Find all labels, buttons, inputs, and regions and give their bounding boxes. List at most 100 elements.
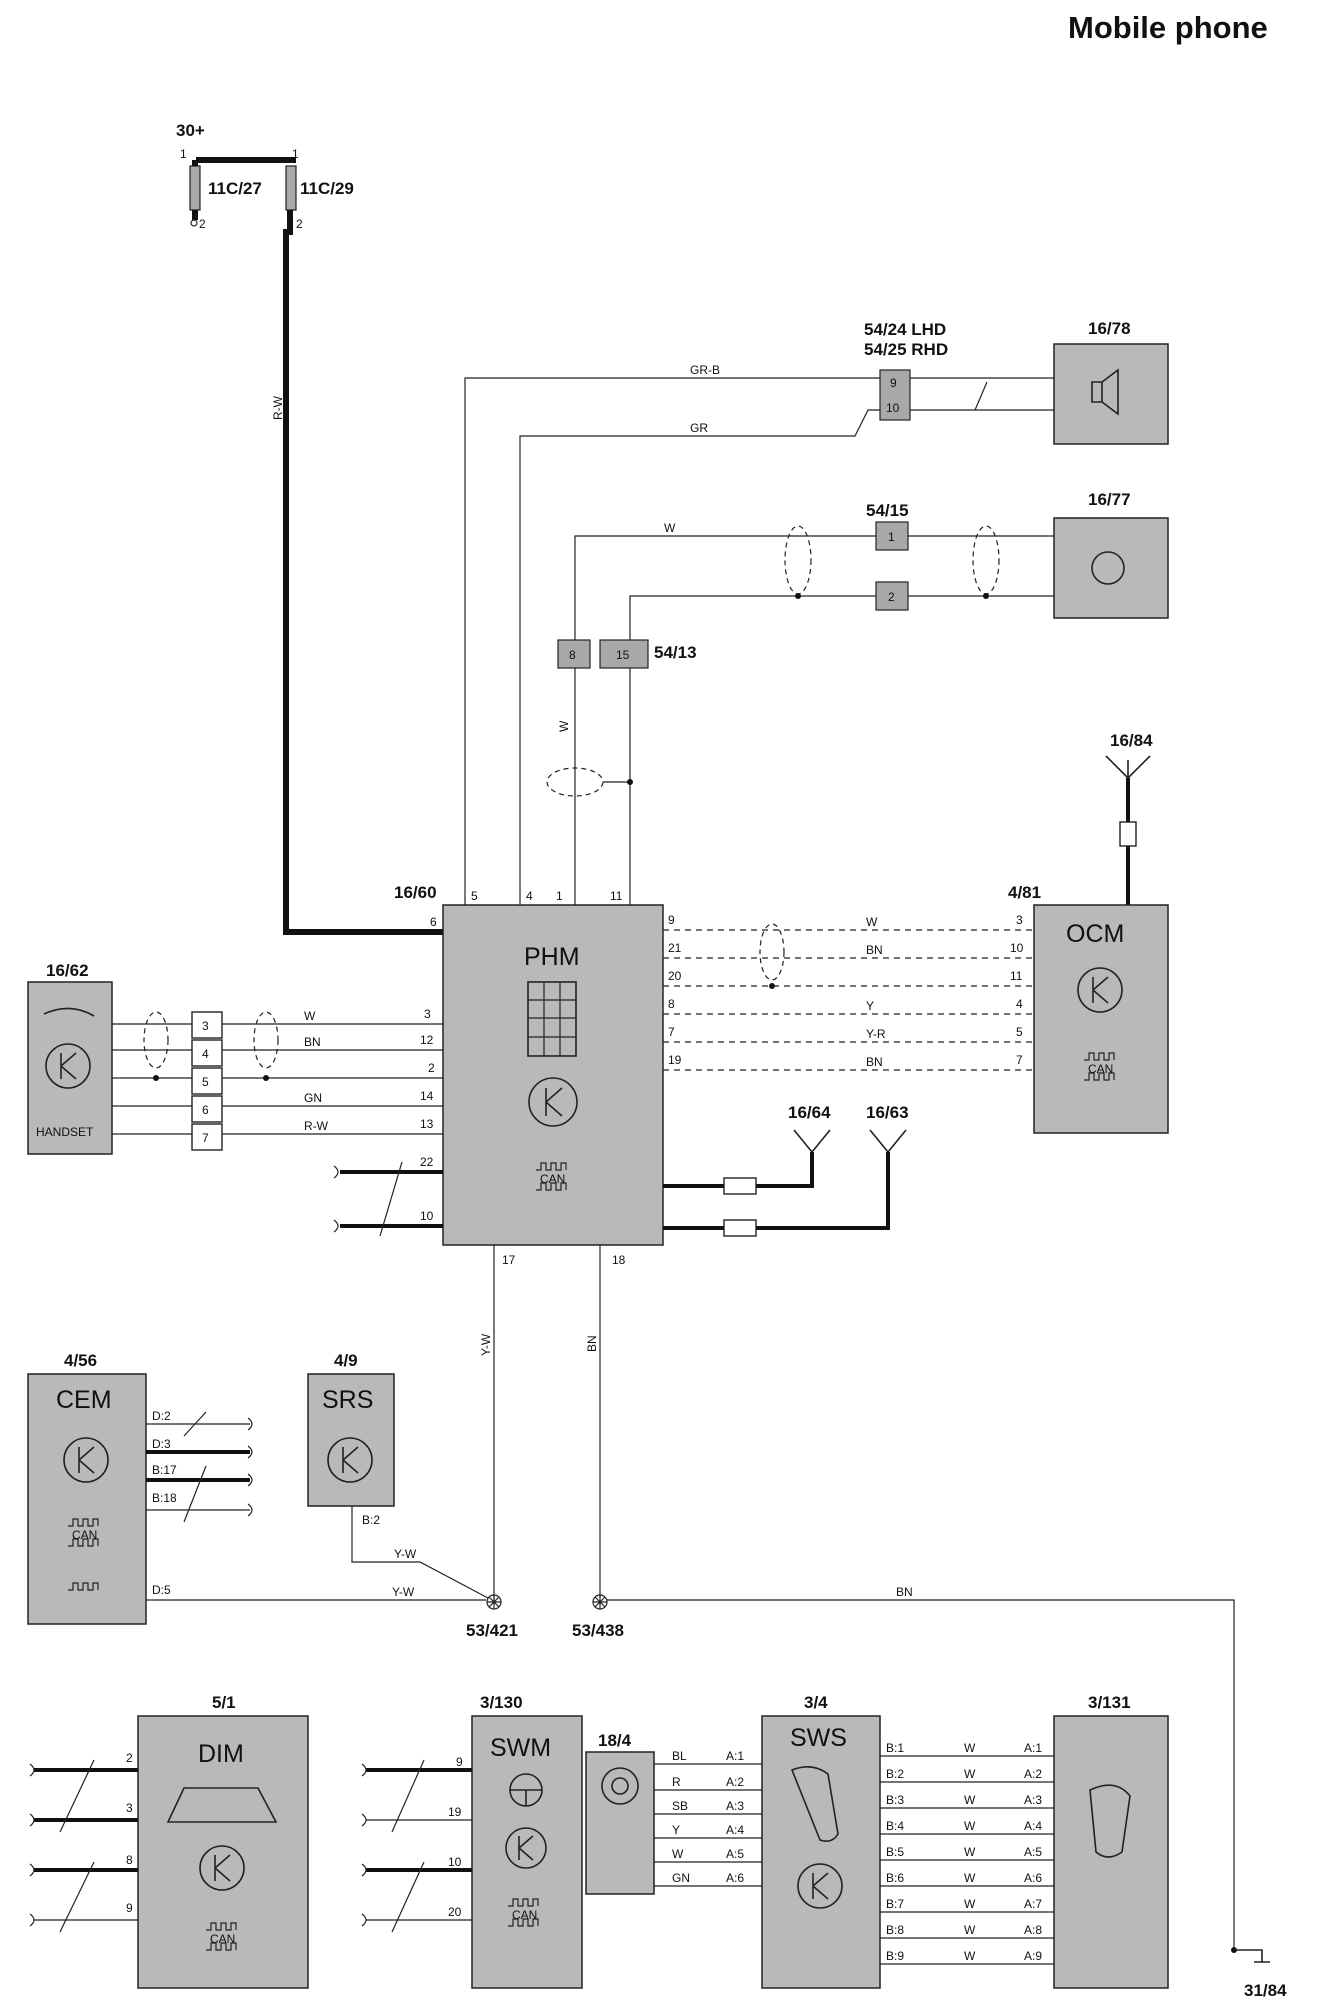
- svg-text:A:8: A:8: [1024, 1923, 1042, 1937]
- svg-text:3/130: 3/130: [480, 1693, 523, 1712]
- wire-gr: [519, 409, 1054, 905]
- sws-label: SWS: [790, 1724, 847, 1752]
- svg-text:4/81: 4/81: [1008, 883, 1041, 902]
- splice-53-438: [592, 1594, 608, 1610]
- svg-text:2: 2: [888, 590, 895, 604]
- svg-text:R-W: R-W: [271, 395, 285, 420]
- svg-text:R-W: R-W: [304, 1119, 329, 1133]
- svg-text:A:1: A:1: [1024, 1741, 1042, 1755]
- svg-text:10: 10: [886, 401, 900, 415]
- svg-text:B:17: B:17: [152, 1463, 177, 1477]
- svg-text:A:3: A:3: [1024, 1793, 1042, 1807]
- svg-text:3/131: 3/131: [1088, 1693, 1131, 1712]
- microphone-icon: [1091, 551, 1125, 585]
- svg-text:W: W: [964, 1741, 976, 1755]
- svg-text:8: 8: [126, 1853, 133, 1867]
- svg-text:A:4: A:4: [726, 1823, 744, 1837]
- svg-text:W: W: [964, 1793, 976, 1807]
- sws-transistor-icon: [797, 1863, 843, 1909]
- srs-transistor-icon: [327, 1437, 373, 1483]
- svg-text:Y-W: Y-W: [479, 1333, 493, 1356]
- srs-label: SRS: [322, 1386, 373, 1414]
- svg-text:W: W: [304, 1009, 316, 1023]
- antenna-icons: [793, 1129, 907, 1153]
- phm-transistor-icon: [528, 1077, 578, 1127]
- svg-text:7: 7: [668, 1025, 675, 1039]
- svg-text:GN: GN: [672, 1871, 690, 1885]
- ocm-module: [1033, 904, 1169, 1134]
- svg-text:53/421: 53/421: [466, 1621, 518, 1640]
- svg-text:8: 8: [668, 997, 675, 1011]
- svg-text:5: 5: [471, 889, 478, 903]
- handset-16-62: [27, 981, 113, 1155]
- keypad-icon: [527, 981, 577, 1057]
- svg-text:2: 2: [428, 1061, 435, 1075]
- svg-text:5: 5: [1016, 1025, 1023, 1039]
- svg-text:18: 18: [612, 1253, 626, 1267]
- svg-text:16/63: 16/63: [866, 1103, 909, 1122]
- svg-text:13: 13: [420, 1117, 434, 1131]
- svg-text:9: 9: [126, 1901, 133, 1915]
- svg-text:B:18: B:18: [152, 1491, 177, 1505]
- phm-ocm-lines: [663, 929, 1034, 1071]
- svg-text:3: 3: [202, 1019, 209, 1033]
- svg-text:B:4: B:4: [886, 1819, 904, 1833]
- svg-text:19: 19: [448, 1805, 462, 1819]
- ocm-can-icon: CAN: [1084, 1052, 1115, 1081]
- svg-text:16/84: 16/84: [1110, 731, 1153, 750]
- svg-text:2: 2: [126, 1751, 133, 1765]
- svg-text:4/56: 4/56: [64, 1351, 97, 1370]
- svg-text:11: 11: [610, 889, 623, 903]
- sws-module: [761, 1715, 881, 1989]
- supply-label: 30+: [176, 121, 205, 140]
- svg-text:D:3: D:3: [152, 1437, 171, 1451]
- svg-text:54/25 RHD: 54/25 RHD: [864, 340, 948, 359]
- wire-w-mic: [574, 535, 1054, 905]
- dim-transistor-icon: [199, 1845, 245, 1891]
- svg-text:Y-R: Y-R: [866, 1027, 886, 1041]
- handset-icon: [43, 1007, 95, 1017]
- svg-text:Y: Y: [672, 1823, 680, 1837]
- svg-text:BN: BN: [896, 1585, 913, 1599]
- swm-module: [471, 1715, 583, 1989]
- connector-54-24: [879, 369, 911, 421]
- speaker-icon: [1091, 368, 1119, 416]
- svg-text:A:7: A:7: [1024, 1897, 1042, 1911]
- svg-text:10: 10: [448, 1855, 462, 1869]
- svg-text:53/438: 53/438: [572, 1621, 624, 1640]
- svg-text:2: 2: [296, 217, 303, 231]
- svg-text:W: W: [964, 1949, 976, 1963]
- phm-label: PHM: [524, 943, 580, 971]
- svg-text:9: 9: [668, 913, 675, 927]
- phm-module: [442, 904, 664, 1246]
- svg-text:B:9: B:9: [886, 1949, 904, 1963]
- svg-text:W: W: [672, 1847, 684, 1861]
- svg-text:18/4: 18/4: [598, 1731, 632, 1750]
- srs-module: [307, 1373, 395, 1507]
- svg-text:A:6: A:6: [1024, 1871, 1042, 1885]
- svg-text:D:5: D:5: [152, 1583, 171, 1597]
- svg-text:3: 3: [424, 1007, 431, 1021]
- connector-54-15-pin2: [875, 581, 909, 611]
- cem-can-icon: CAN: [68, 1518, 99, 1591]
- svg-text:2: 2: [199, 217, 206, 231]
- handset-transistor-icon: [45, 1043, 91, 1089]
- svg-text:GR: GR: [690, 421, 708, 435]
- svg-text:54/24 LHD: 54/24 LHD: [864, 320, 946, 339]
- svg-text:B:2: B:2: [362, 1513, 380, 1527]
- svg-text:B:3: B:3: [886, 1793, 904, 1807]
- svg-text:W: W: [866, 915, 878, 929]
- svg-text:Y: Y: [866, 999, 874, 1013]
- svg-text:5: 5: [202, 1075, 209, 1089]
- phm-can-icon: CAN: [536, 1162, 567, 1191]
- svg-text:1: 1: [180, 147, 187, 161]
- svg-text:16/64: 16/64: [788, 1103, 831, 1122]
- cem-label: CEM: [56, 1386, 112, 1414]
- svg-text:10: 10: [1010, 941, 1024, 955]
- swm-label: SWM: [490, 1734, 551, 1762]
- wire-mic-screen: [629, 595, 1054, 905]
- dim-label: DIM: [198, 1740, 244, 1768]
- svg-text:GR-B: GR-B: [690, 363, 720, 377]
- svg-text:A:2: A:2: [726, 1775, 744, 1789]
